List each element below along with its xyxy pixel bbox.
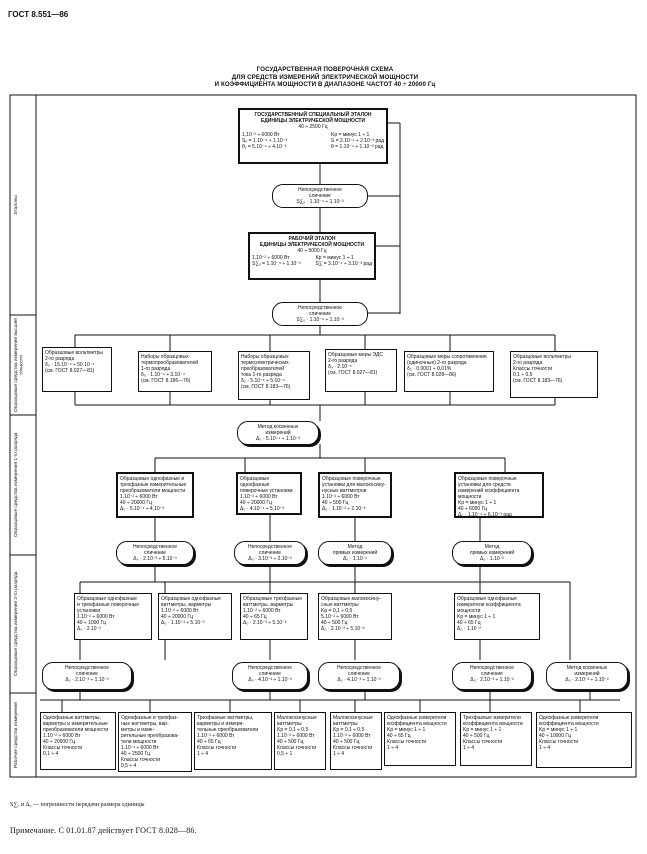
row2-pill-2: Непосредственное сличение Δ₀ · 3.10⁻³ ÷ … [234,541,306,565]
direct-comparison-pill-1: Непосредственное сличение S∑ₒ · 1.10⁻⁴ ÷… [272,184,368,208]
working-standard-box: РАБОЧИЙ ЭТАЛОН ЕДИНИЦЫ ЭЛЕКТРИЧЕСКОЙ МОЩ… [248,232,376,280]
primary-standard-box: ГОСУДАРСТВЕННЫЙ СПЕЦИАЛЬНЫЙ ЭТАЛОН ЕДИНИ… [238,108,388,164]
direct-comparison-pill-2: Непосредственное сличение S∑ₒ · 1.10⁻⁴ ÷… [272,302,368,326]
outer-frame [9,94,637,778]
working-three-phase-box: Трехфазные ваттметры, варметры и измери-… [194,712,272,770]
label-category-2: Образцовые средства измерений 2-го разря… [14,571,19,677]
row3-pill-2: Непосредственное сличение Δ₀ · 4.10⁻³ ÷ … [232,662,308,690]
cat2-low-cos-wattmeters-box: Образцовые малокосину- сные ваттметры Kр… [318,593,392,640]
emf-measures-box: Образцовые меры ЭДС 2-го разряда δ₀ · 2.… [325,349,397,392]
cat2-power-factor-meters-box: Образцовые однофазные измерители коэффиц… [454,593,540,640]
resistance-measures-box: Образцовые меры сопротивления (одиночные… [404,351,494,392]
cat1-power-factor-setups-box: Образцовые поверочные установки для сред… [454,472,544,518]
cat2-three-phase-wattmeters-box: Образцовые трехфазные ваттметры, варметр… [240,593,308,640]
row3-pill-5: Метод косвенных измерений Δ₀ · 2.10⁻³ ÷ … [546,662,628,690]
row2-pill-3: Метод прямых измерений Δ₀ · 1.10⁻² [318,541,392,565]
voltmeters-cat2-box: Образцовые вольтметры 2-го разряда δ₀ · … [42,347,112,392]
working-single-phase-box: Однофазные ваттметры, варметры и измерит… [40,712,116,770]
working-pf-three-box: Трехфазные измерители коэффициента мощно… [460,712,532,766]
footnote: Примечание. С 01.01.87 действует ГОСТ 8.… [10,826,197,835]
legend-note: S∑ₒ и Δ₀ — погрешности передачи размера … [10,802,145,808]
row3-pill-3: Непосредственное сличение Δ₀ · 4.10⁻³ ÷ … [318,662,400,690]
thermo-converters-box: Наборы образцовых термопреобразователей … [138,351,212,392]
label-highest-accuracy: Образцовые средства измерений высшей точ… [14,318,25,412]
cat2-setups-box: Образцовые однофазные и трехфазные повер… [74,593,152,640]
voltmeters-box: Образцовые вольтметры 2-го разряда Класс… [510,351,598,398]
row3-pill-4: Непосредственное сличение Δ₀ · 2.10⁻³ ÷ … [452,662,532,690]
indirect-method-pill: Метод косвенных измерений Δ₀ · 5.10⁻⁴ ÷ … [237,421,319,445]
scheme-title: ГОСУДАРСТВЕННАЯ ПОВЕРОЧНАЯ СХЕМА ДЛЯ СРЕ… [214,66,436,88]
working-single-three-phase-box: Однофазные и трехфаз- ные ваттметры, вар… [118,712,192,772]
working-pf-single-wide-box: Однофазные измерители коэффициента мощно… [536,712,632,768]
label-category-1: Образцовые средства измерений 1-го разря… [14,432,19,538]
cat2-single-phase-wattmeters-box: Образцовые однофазные ваттметры, варметр… [158,593,232,640]
thermoelectric-converters-box: Наборы образцовых термоэлектрических пре… [238,351,310,400]
row2-pill-1: Непосредственное сличение Δ₀ · 2.10⁻³ ÷ … [116,541,194,565]
working-pf-single-box: Однофазные измерители коэффициента мощно… [384,712,456,766]
label-standards: Эталоны [14,195,19,215]
cat1-power-converters-box: Образцовые однофазные и трехфазные измер… [116,472,194,518]
label-working: Рабочие средства измерений [14,702,19,768]
working-low-cos-box-2: Малокосинусные ваттметры Kр = 0,1 ÷ 0,5 … [330,712,382,770]
standard-number: ГОСТ 8.551—86 [8,10,69,19]
row3-pill-1: Непосредственное сличение Δ₀ · 2.10⁻³ ÷ … [42,662,132,690]
working-low-cos-box-1: Малокосинусные ваттметры Kр = 0,1 ÷ 0,5 … [274,712,326,770]
cat1-low-cos-setups-box: Образцовые поверочные установки для мало… [318,472,392,518]
cat1-single-phase-setups-box: Образцовые однофазные поверочные установ… [236,472,302,515]
row2-pill-4: Метод прямых измерений Δ₀ · 1.10⁻² [452,541,532,565]
